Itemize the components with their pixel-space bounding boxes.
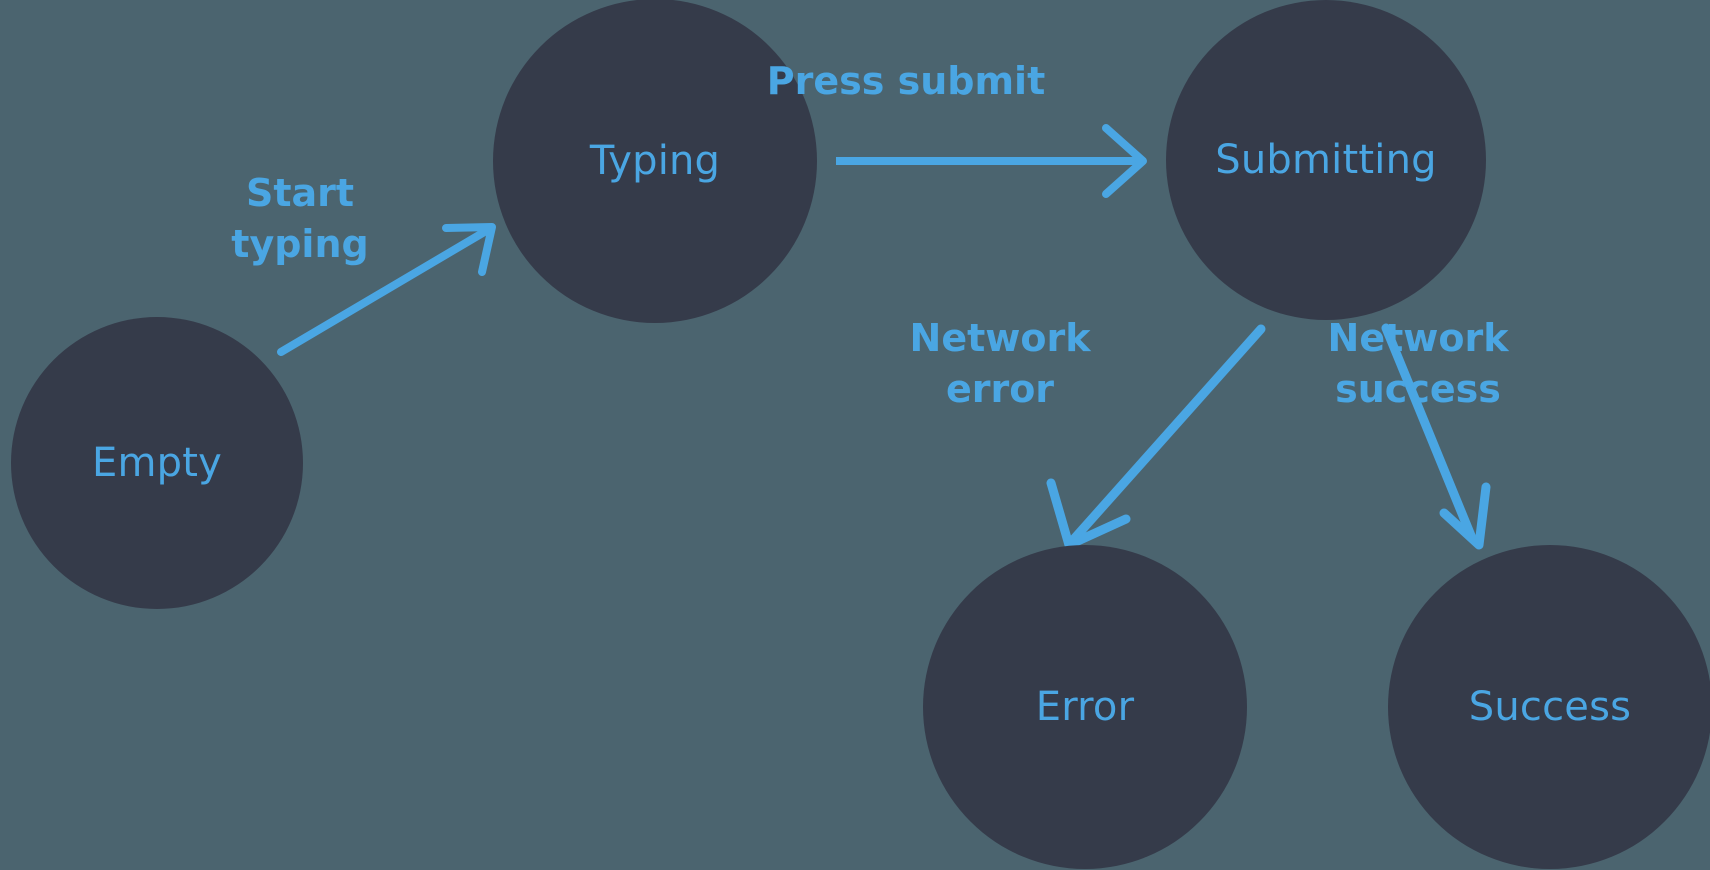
state-node-error[interactable]: Error xyxy=(923,545,1247,869)
edge-start-typing xyxy=(277,223,496,356)
edge-network-success xyxy=(1381,323,1491,550)
state-label-success: Success xyxy=(1468,684,1632,730)
state-label-typing: Typing xyxy=(589,138,721,184)
state-label-empty: Empty xyxy=(92,440,222,486)
edge-start-typing-arrowhead xyxy=(442,223,496,276)
edge-label-network-error: Network error xyxy=(909,316,1091,412)
edge-label-network-success: Network success xyxy=(1327,316,1509,412)
edge-start-typing-line xyxy=(277,227,490,356)
state-node-typing[interactable]: Typing xyxy=(493,0,817,323)
edge-network-success-line xyxy=(1381,323,1477,543)
edge-network-success-arrowhead xyxy=(1439,482,1491,550)
edge-label-start-typing: Start typing xyxy=(231,171,369,267)
edge-network-error-line xyxy=(1068,324,1266,545)
state-label-error: Error xyxy=(1035,684,1135,730)
state-node-submitting[interactable]: Submitting xyxy=(1166,0,1486,320)
state-label-submitting: Submitting xyxy=(1215,137,1437,183)
edge-press-submit xyxy=(836,124,1147,198)
edge-label-press-submit: Press submit xyxy=(766,59,1046,103)
edge-press-submit-arrowhead xyxy=(1102,124,1147,198)
state-node-success[interactable]: Success xyxy=(1388,545,1710,869)
state-node-empty[interactable]: Empty xyxy=(11,317,303,609)
